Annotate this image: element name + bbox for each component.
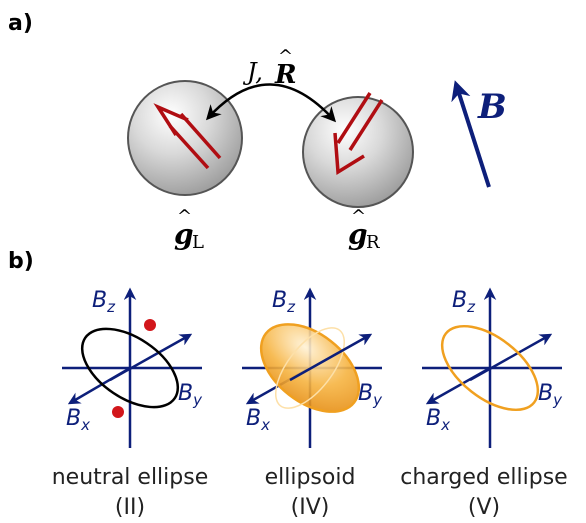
g-left-subscript: L bbox=[192, 232, 204, 253]
axis-y-label-3: By bbox=[538, 381, 563, 409]
caption-charged-ellipse-case: (V) bbox=[468, 495, 500, 520]
charged-ellipse bbox=[440, 324, 540, 412]
axis-y-label-1: By bbox=[178, 381, 203, 409]
diagram-ellipsoid: Bz By Bx bbox=[242, 287, 383, 448]
g-right-subscript: R bbox=[366, 232, 380, 253]
axis-x-label-2: Bx bbox=[246, 406, 270, 434]
field-label: B bbox=[477, 87, 507, 127]
diagram-neutral-ellipse: Bz By Bx bbox=[62, 287, 203, 448]
panel-b-label: b) bbox=[8, 249, 34, 274]
coupling-vector: R bbox=[274, 60, 297, 90]
g-right-hat: ^ bbox=[351, 206, 366, 227]
ellipsoid-meridian bbox=[274, 327, 346, 409]
caption-ellipsoid: ellipsoid bbox=[265, 465, 356, 490]
coupling-arrow bbox=[205, 83, 337, 123]
hat-accent: ^ bbox=[278, 46, 293, 67]
g-left-symbol: g bbox=[174, 218, 194, 251]
panel-a-label: a) bbox=[8, 11, 33, 36]
right-spin-sphere bbox=[302, 96, 414, 208]
coupling-label: J, bbox=[242, 58, 263, 86]
g-right-symbol: g bbox=[348, 218, 368, 251]
axis-z-label-1: Bz bbox=[92, 288, 116, 316]
diagram-charged-ellipse: Bz By Bx bbox=[422, 287, 563, 448]
axis-z-label-3: Bz bbox=[452, 288, 476, 316]
axis-x-3 bbox=[425, 366, 491, 405]
left-spin-sphere bbox=[127, 80, 243, 196]
axis-z-label-2: Bz bbox=[272, 288, 296, 316]
red-dot-lower bbox=[112, 406, 124, 418]
axis-y-2 bbox=[289, 333, 373, 382]
g-left-hat: ^ bbox=[177, 206, 192, 227]
axis-x-1 bbox=[67, 366, 131, 405]
axis-y-label-2: By bbox=[358, 381, 383, 409]
neutral-ellipse bbox=[80, 327, 180, 409]
red-dot-upper bbox=[144, 319, 156, 331]
caption-charged-ellipse: charged ellipse bbox=[400, 465, 567, 490]
caption-neutral-ellipse-case: (II) bbox=[115, 495, 145, 520]
right-spin-arrow bbox=[333, 92, 384, 175]
field-arrow bbox=[451, 80, 491, 188]
axis-x-label-3: Bx bbox=[426, 406, 450, 434]
axis-x-label-1: Bx bbox=[66, 406, 90, 434]
left-spin-arrow bbox=[153, 103, 222, 170]
caption-neutral-ellipse: neutral ellipse bbox=[52, 465, 209, 490]
caption-ellipsoid-case: (IV) bbox=[291, 495, 330, 520]
